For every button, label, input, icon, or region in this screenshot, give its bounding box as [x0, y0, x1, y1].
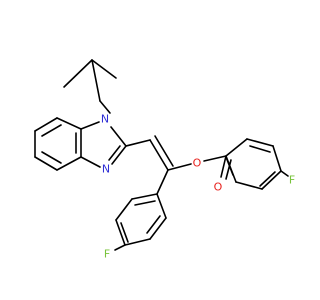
bond — [115, 219, 126, 246]
molecule-diagram: N N O O F F — [34, 59, 295, 261]
bond — [120, 222, 129, 243]
bond — [34, 156, 58, 171]
bond — [280, 170, 289, 177]
atom-label-layer: N N O O F F — [101, 113, 295, 261]
bond — [41, 124, 62, 137]
bond — [156, 169, 169, 195]
bond — [56, 156, 82, 171]
bond — [149, 139, 169, 171]
bond — [34, 117, 58, 132]
bond — [225, 159, 232, 180]
bond — [125, 139, 151, 147]
bond — [261, 170, 282, 190]
bond — [91, 59, 117, 79]
bond — [220, 155, 227, 178]
bond — [63, 59, 93, 88]
bond — [134, 200, 156, 206]
bond — [56, 117, 82, 130]
bond — [108, 145, 121, 161]
bond — [146, 215, 161, 234]
oxygen-atom-label: O — [193, 157, 202, 170]
oxygen-atom-label: O — [214, 181, 223, 194]
bond — [111, 145, 127, 165]
bond — [80, 156, 101, 168]
bond — [154, 135, 174, 167]
bond — [235, 181, 263, 190]
bond — [124, 238, 151, 246]
bond — [203, 155, 227, 162]
bond — [246, 138, 274, 147]
bond — [225, 156, 234, 176]
bond — [41, 151, 62, 164]
bond — [131, 193, 158, 200]
fluorine-atom-label: F — [104, 248, 110, 261]
structure-canvas: N N O O F F — [34, 59, 295, 261]
bond — [110, 126, 127, 147]
fluorine-atom-label: F — [289, 174, 295, 187]
bond — [149, 217, 167, 240]
bond — [114, 244, 126, 251]
bond — [272, 145, 282, 172]
bond — [99, 100, 111, 114]
nitrogen-atom-label: N — [101, 113, 109, 126]
bond — [115, 198, 133, 221]
bond — [249, 145, 271, 153]
bond — [156, 193, 167, 219]
nitrogen-atom-label: N — [102, 163, 110, 176]
bond — [80, 121, 100, 130]
bond-layer — [34, 59, 289, 251]
bond — [225, 138, 248, 157]
bond — [259, 171, 276, 187]
bond — [167, 163, 192, 171]
bond — [91, 59, 101, 102]
